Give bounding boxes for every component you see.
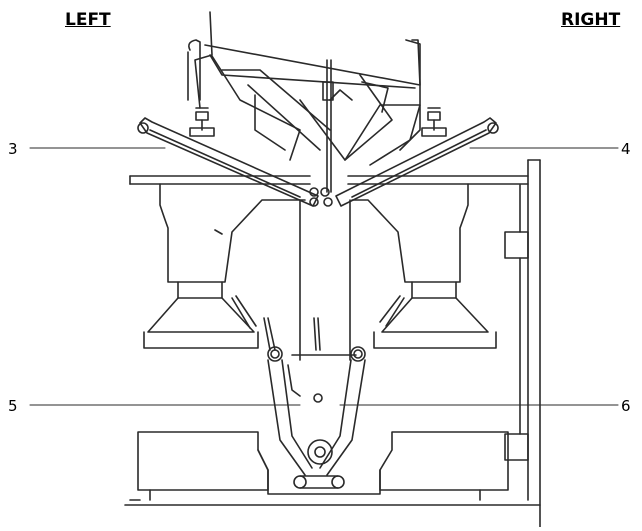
right-label: RIGHT xyxy=(561,10,620,30)
central-rod xyxy=(327,60,331,192)
weigh-hopper-left xyxy=(144,184,305,348)
callout-6: 6 xyxy=(621,397,631,415)
top-hopper xyxy=(188,12,420,165)
left-label: LEFT xyxy=(65,10,111,30)
adjust-screw-left xyxy=(190,108,214,136)
pivot-joints xyxy=(310,188,332,206)
support-plate xyxy=(130,176,528,184)
chute-right xyxy=(336,118,498,206)
central-column xyxy=(300,200,350,360)
callout-4: 4 xyxy=(621,140,631,158)
weigh-hopper-right xyxy=(352,184,496,348)
callout-3: 3 xyxy=(8,140,18,158)
side-frame xyxy=(505,160,540,527)
callout-5: 5 xyxy=(8,397,18,415)
leader-lines xyxy=(30,148,618,405)
chute-left xyxy=(138,118,318,206)
adjust-screw-right xyxy=(422,108,446,136)
